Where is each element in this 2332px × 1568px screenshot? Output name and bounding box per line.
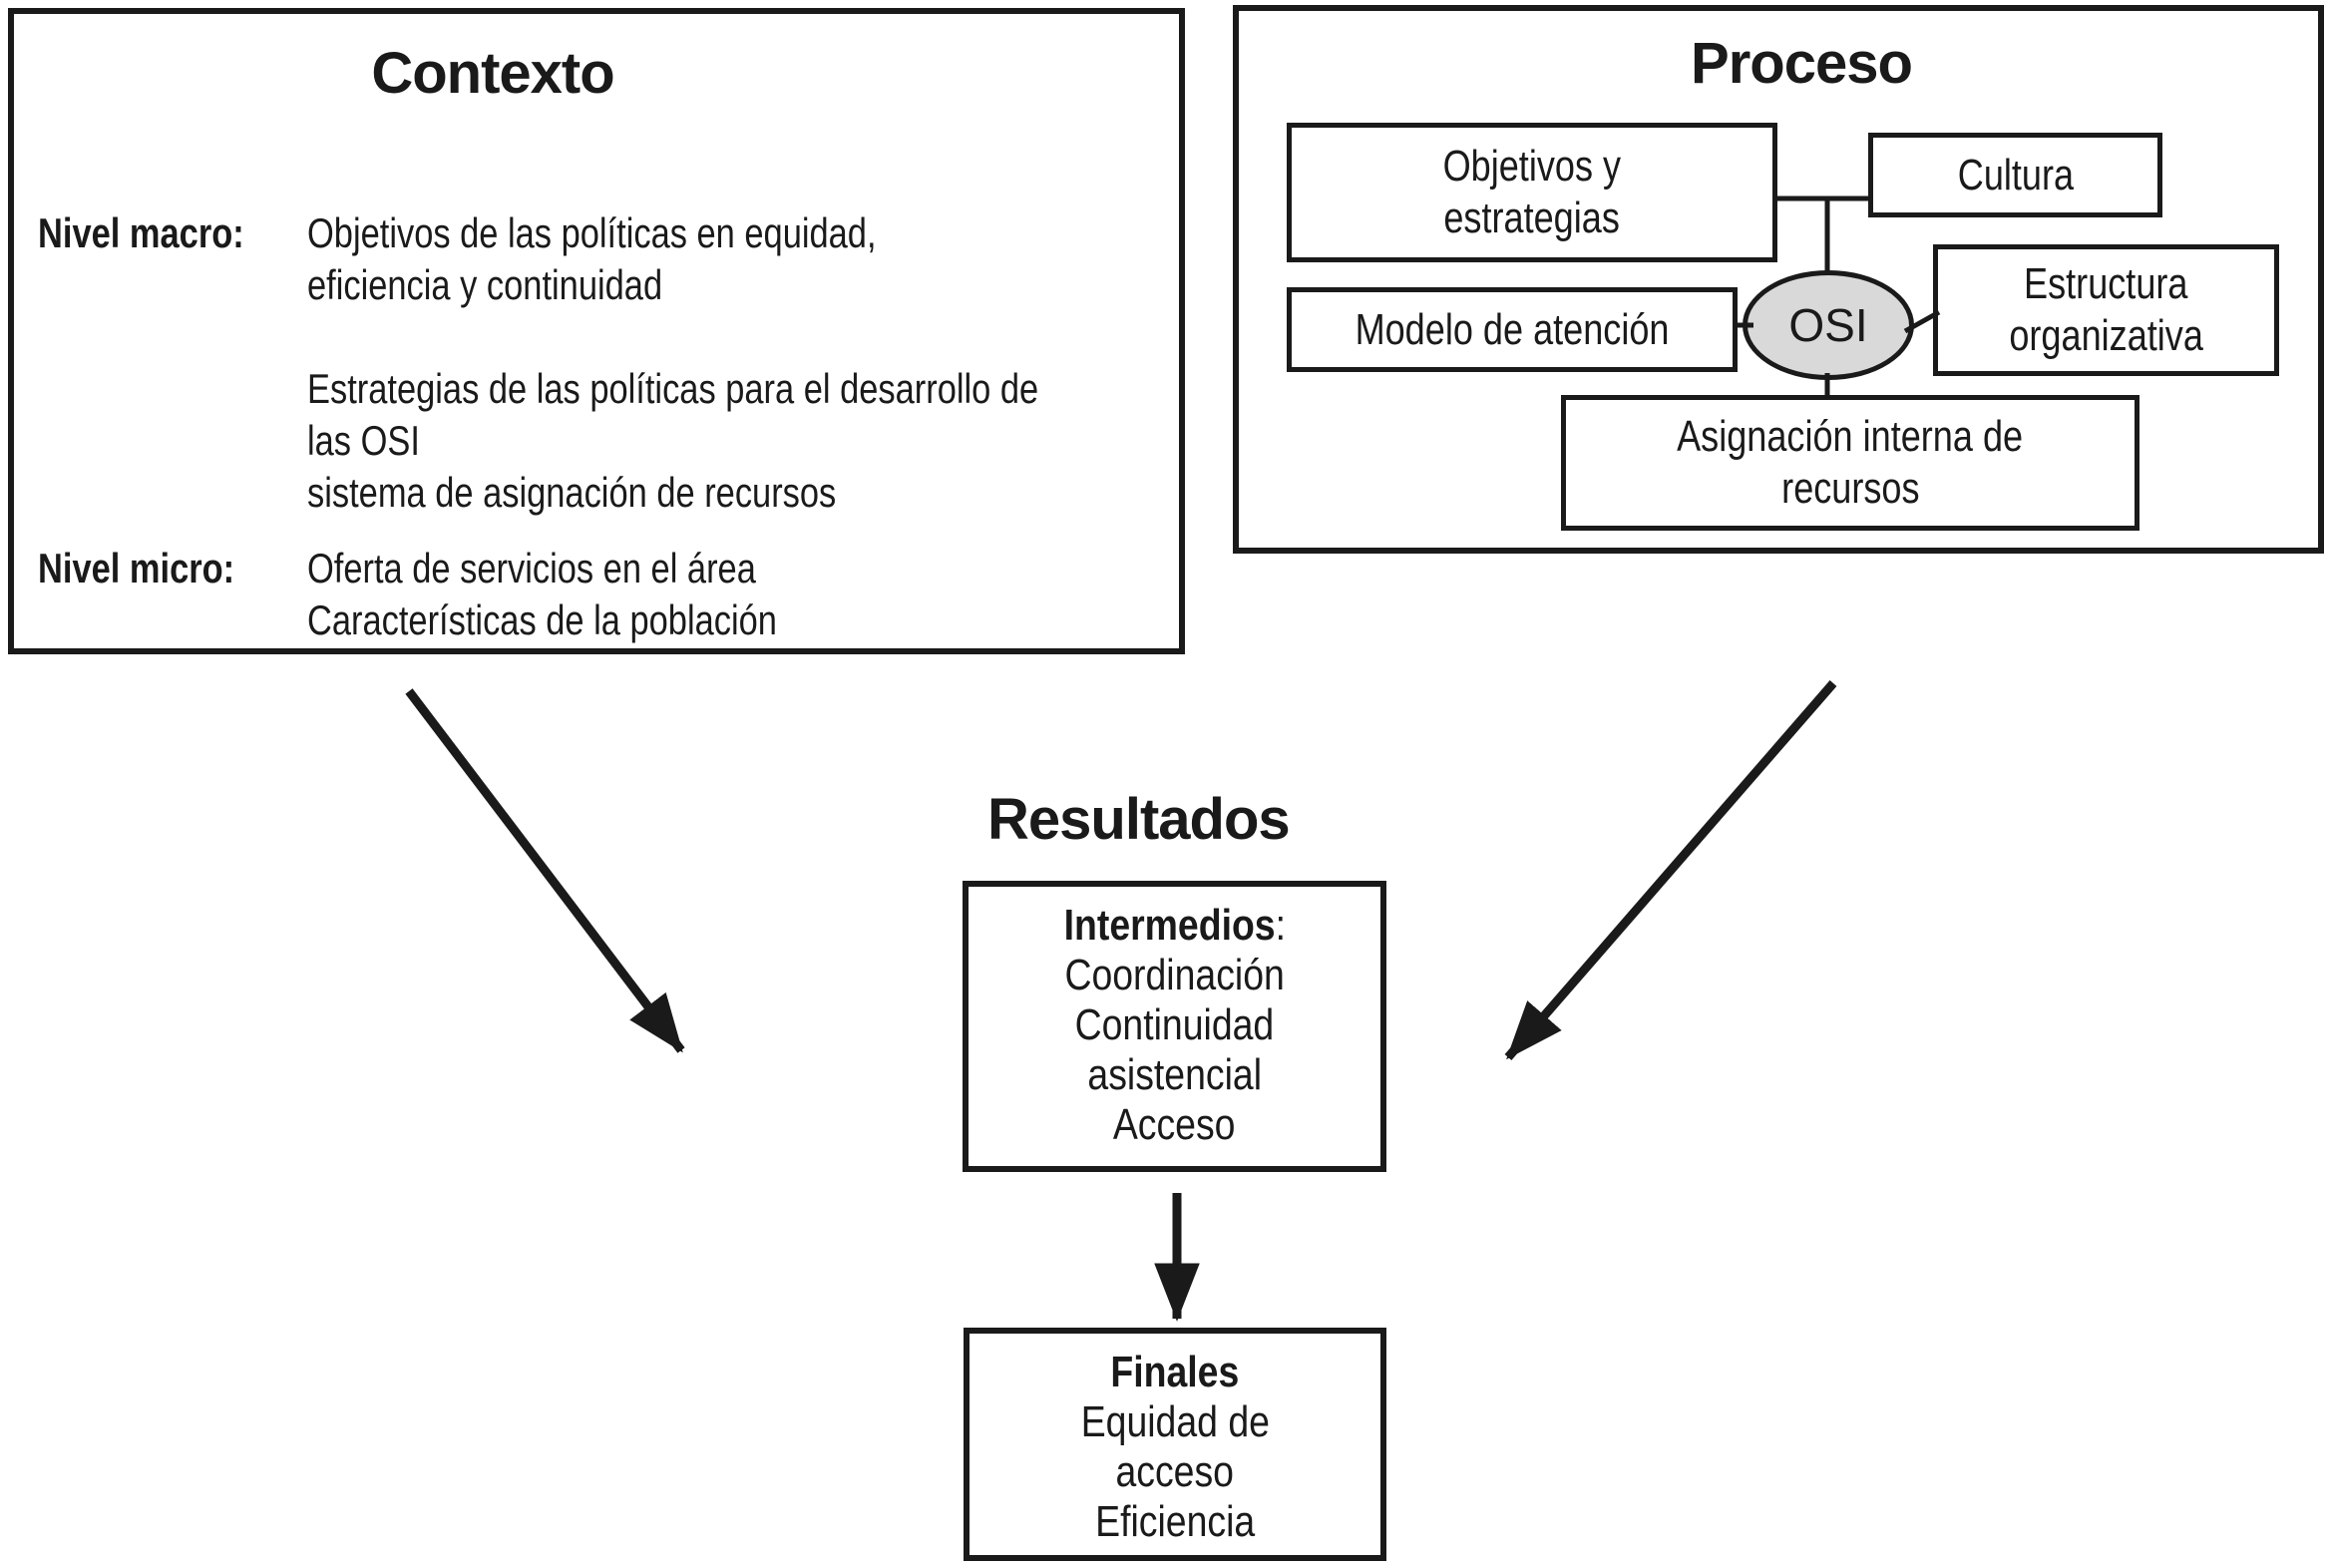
node-estructura-line: organizativa	[2009, 311, 2203, 360]
macro-line: Estrategias de las políticas para el des…	[307, 365, 1039, 412]
intermedios-box: Intermedios: Coordinación Continuidad as…	[963, 881, 1386, 1172]
finales-heading: Finales	[1110, 1348, 1240, 1396]
macro-line-spacer	[307, 311, 1018, 363]
micro-line: Características de la población	[307, 596, 777, 643]
node-modelo-label: Modelo de atención	[1355, 304, 1670, 354]
node-cultura-label: Cultura	[1957, 150, 2074, 199]
finales-line: Eficiencia	[1094, 1497, 1256, 1546]
finales-line: Equidad de	[1080, 1397, 1270, 1446]
finales-line: acceso	[1115, 1447, 1235, 1496]
contexto-title: Contexto	[371, 41, 614, 106]
macro-line: las OSI	[307, 417, 420, 464]
intermedios-heading: Intermedios:	[1063, 901, 1285, 951]
node-asignacion-recursos: Asignación interna de recursos	[1561, 395, 2139, 531]
contexto-content: Nivel macro: Objetivos de las políticas …	[38, 207, 1175, 646]
resultados-title: Resultados	[987, 787, 1291, 852]
node-asignacion-line: recursos	[1780, 464, 1920, 513]
nivel-micro-label: Nivel micro:	[38, 545, 235, 591]
intermedios-line: Acceso	[1113, 1100, 1236, 1149]
nivel-macro-label: Nivel macro:	[38, 209, 244, 256]
arrow-proceso-resultados	[1504, 680, 1837, 1060]
finales-box: Finales Equidad de acceso Eficiencia	[964, 1328, 1386, 1561]
nivel-micro-text: Oferta de servicios en el área Caracterí…	[307, 543, 1175, 646]
node-cultura: Cultura	[1868, 133, 2162, 217]
node-objetivos-line: estrategias	[1443, 194, 1621, 242]
node-modelo-atencion: Modelo de atención	[1287, 287, 1738, 372]
intermedios-heading-text: Intermedios	[1063, 901, 1276, 950]
intermedios-line: asistencial	[1087, 1050, 1262, 1099]
macro-line: sistema de asignación de recursos	[307, 469, 837, 516]
node-asignacion-line: Asignación interna de	[1677, 412, 2024, 461]
intermedios-line: Coordinación	[1064, 951, 1285, 999]
macro-line: eficiencia y continuidad	[307, 261, 663, 308]
micro-line: Oferta de servicios en el área	[307, 545, 756, 591]
node-objetivos-estrategias: Objetivos y estrategias	[1287, 123, 1777, 262]
arrow-contexto-resultados	[405, 688, 685, 1053]
nivel-macro-text: Objetivos de las políticas en equidad, e…	[307, 207, 1175, 519]
osi-ellipse: OSI	[1743, 270, 1914, 380]
contexto-box: Contexto Nivel macro: Objetivos de las p…	[8, 8, 1185, 654]
node-estructura-organizativa: Estructura organizativa	[1933, 244, 2279, 376]
proceso-title: Proceso	[1691, 31, 1913, 96]
macro-line: Objetivos de las políticas en equidad,	[307, 209, 877, 256]
intermedios-line: Continuidad	[1074, 1000, 1275, 1049]
intermedios-heading-colon: :	[1275, 901, 1286, 950]
osi-label: OSI	[1788, 299, 1868, 351]
node-objetivos-line: Objetivos y	[1442, 142, 1622, 191]
node-estructura-line: Estructura	[2024, 259, 2188, 308]
